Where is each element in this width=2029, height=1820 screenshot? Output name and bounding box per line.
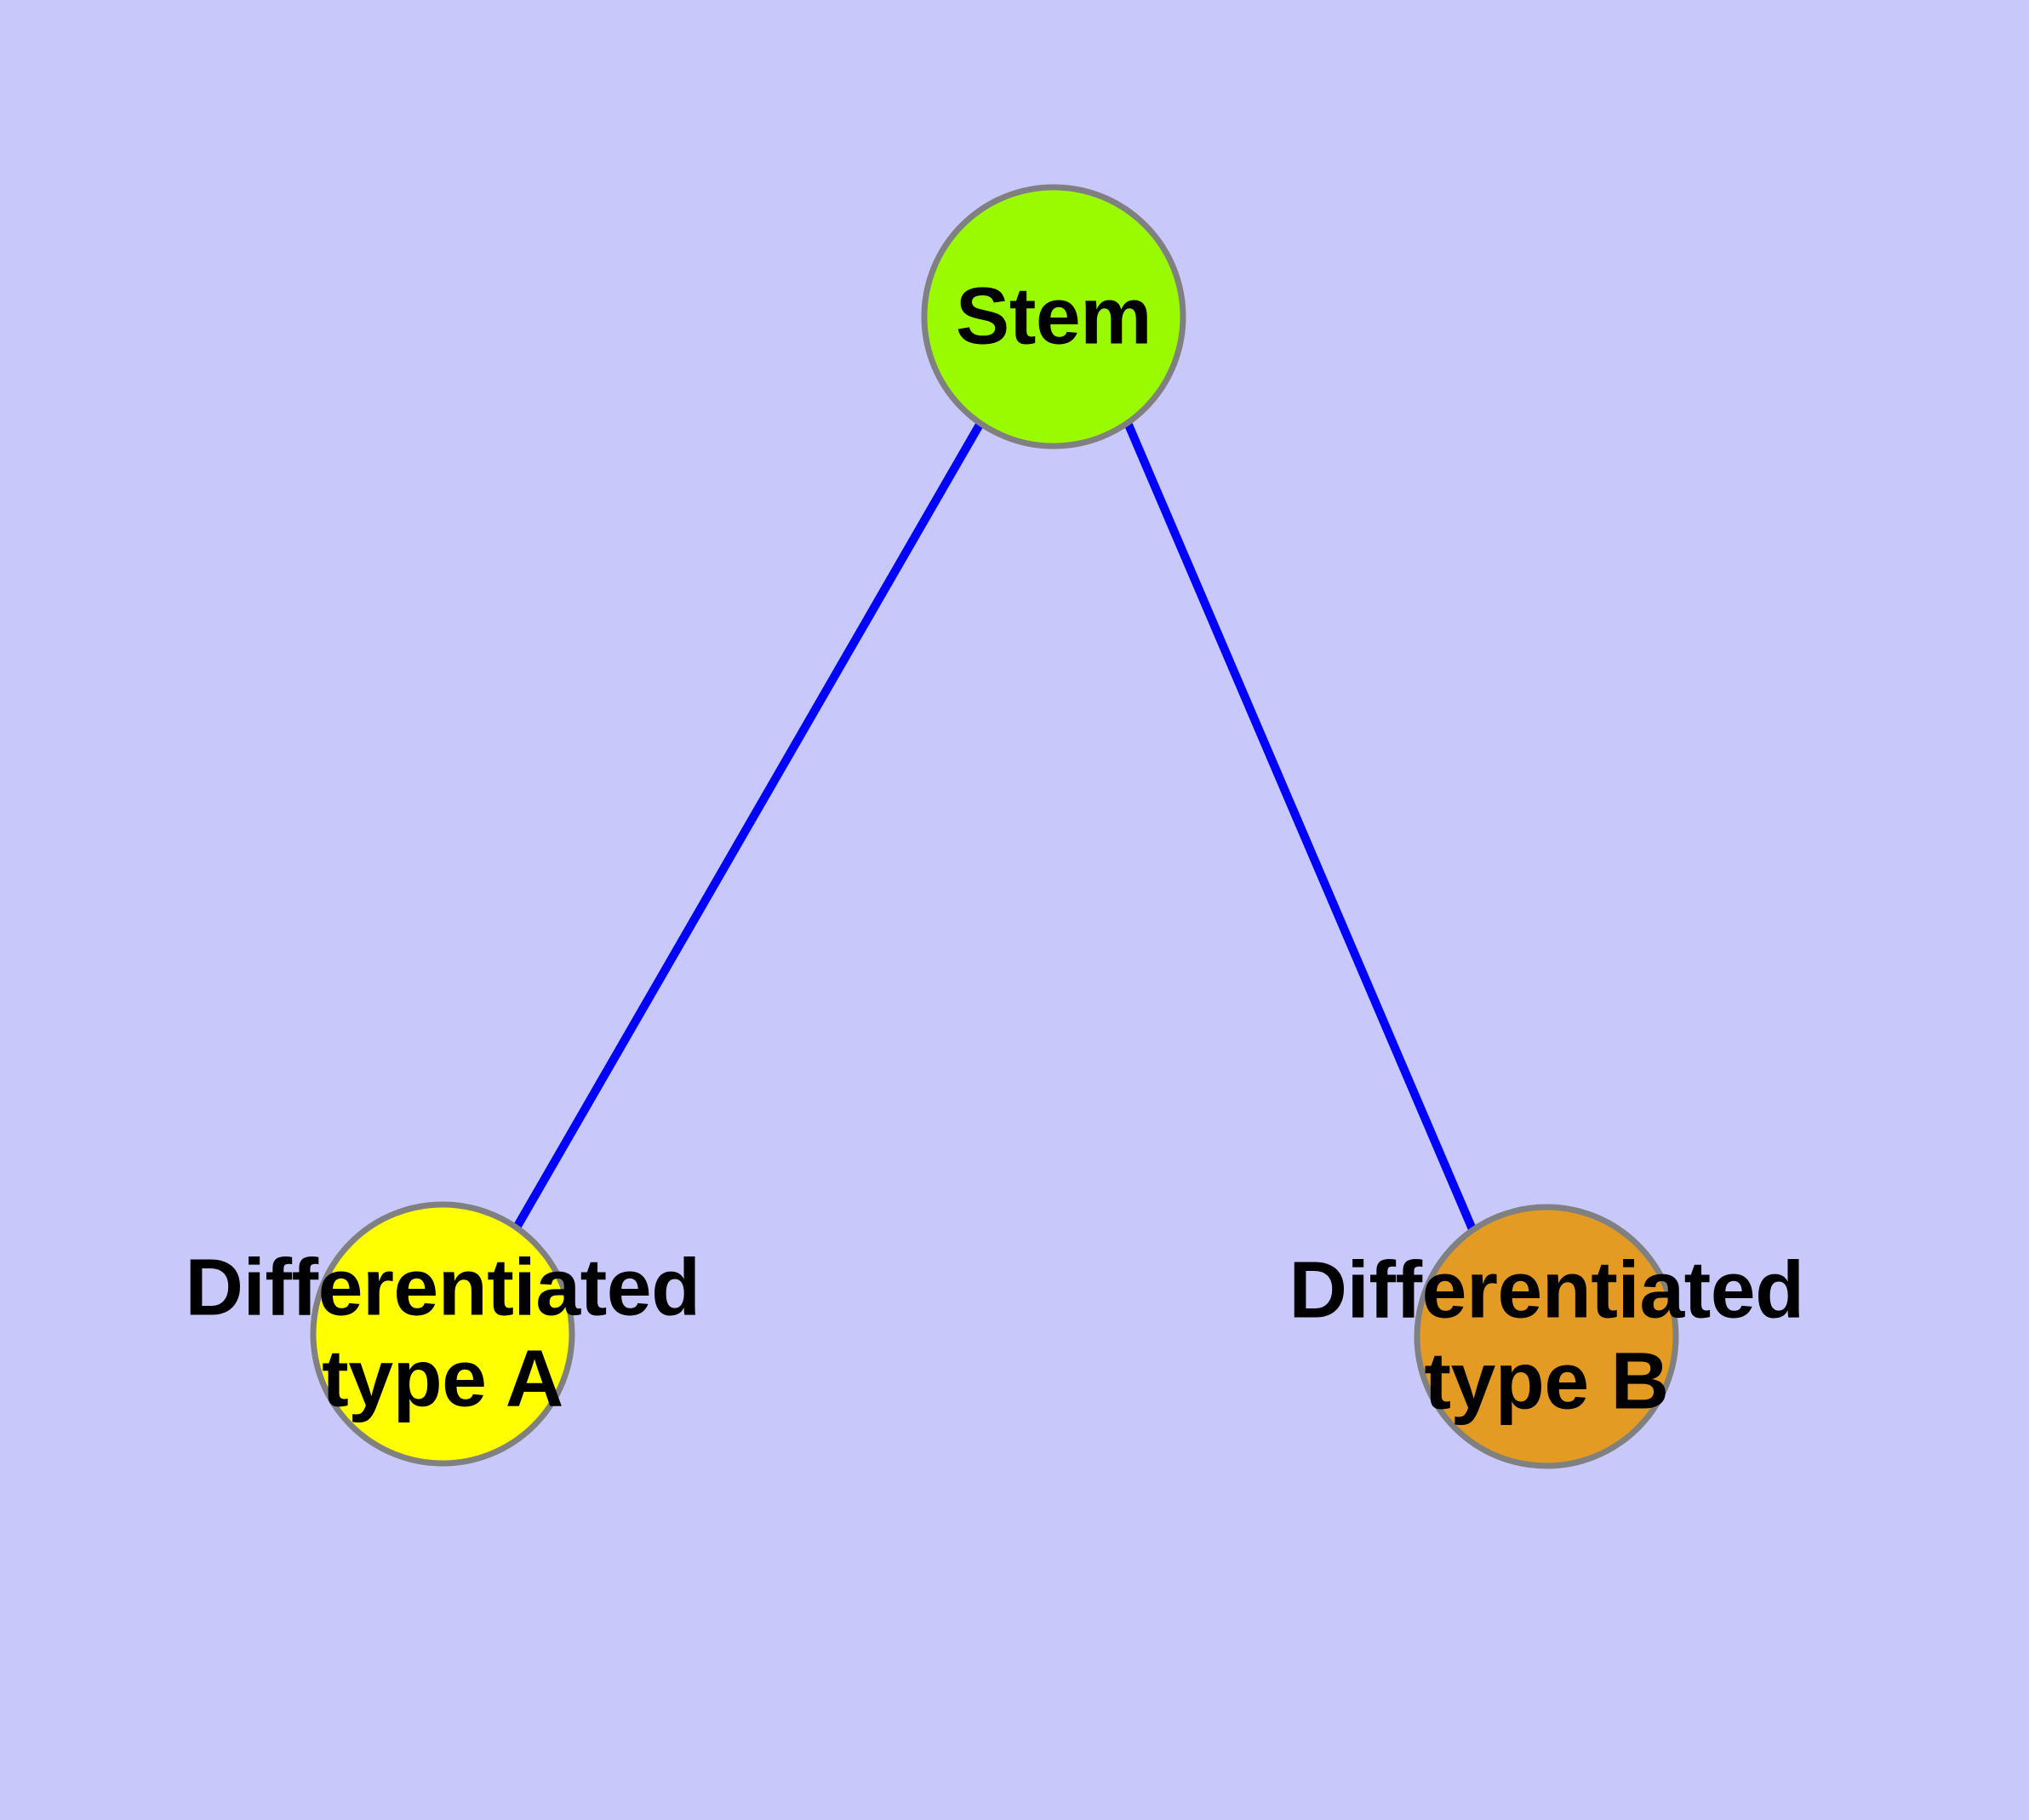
edge-stem-to-differentiated-type-b[interactable]	[1124, 423, 1477, 1231]
edge-stem-to-differentiated-type-a[interactable]	[512, 421, 985, 1230]
node-circle-differentiated-type-a[interactable]	[310, 1201, 575, 1467]
node-circle-stem[interactable]	[921, 184, 1186, 449]
edge-layer	[512, 421, 1477, 1231]
node-layer	[310, 184, 1679, 1469]
node-circle-differentiated-type-b[interactable]	[1414, 1204, 1679, 1469]
